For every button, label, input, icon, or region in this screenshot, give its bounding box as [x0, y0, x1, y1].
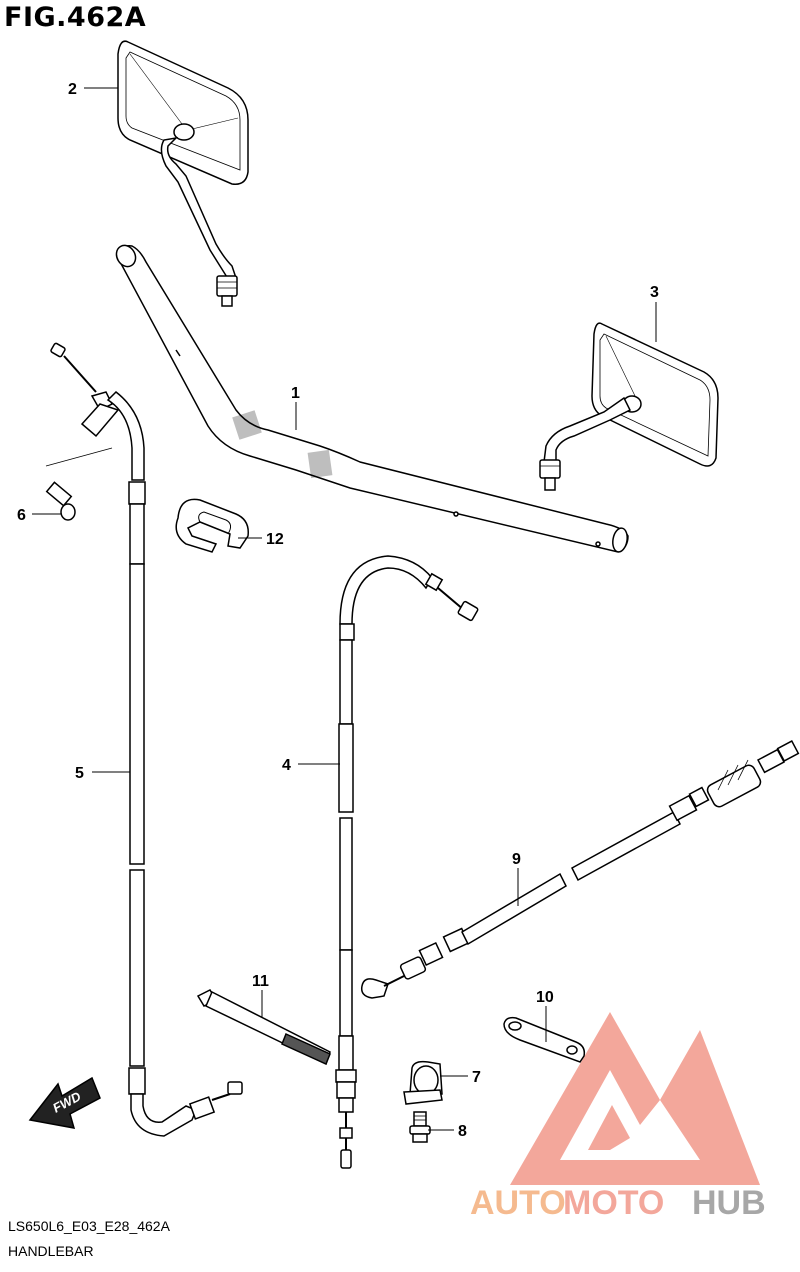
part-8-bolt	[410, 1112, 430, 1142]
part-3-right-mirror	[540, 323, 718, 490]
callout-leaders	[32, 87, 657, 1131]
callout-7: 7	[472, 1069, 481, 1086]
watermark-text-hub: HUB	[692, 1184, 766, 1222]
part-5-throttle-cable	[50, 343, 242, 1136]
callout-11: 11	[252, 973, 269, 990]
part-12-clamp	[176, 499, 248, 552]
part-11-cable-tie	[198, 990, 330, 1064]
fwd-direction-badge: FWD	[28, 1076, 101, 1129]
watermark-logo: AUTO MOTO HUB	[470, 1012, 766, 1222]
callout-3: 3	[650, 284, 659, 301]
callout-8: 8	[458, 1123, 467, 1140]
watermark-text-auto: AUTO	[470, 1184, 566, 1222]
part-10-plate	[504, 1018, 584, 1062]
callout-1: 1	[291, 385, 300, 402]
callout-4: 4	[282, 757, 291, 774]
callout-numbers: 1 2 3 4 5 6 7 8 9 10 11 12	[17, 81, 659, 1140]
callout-2: 2	[68, 81, 77, 98]
callout-10: 10	[536, 989, 554, 1006]
part-6-screw	[46, 448, 112, 520]
callout-6: 6	[17, 507, 26, 524]
part-4-cable	[336, 556, 478, 1168]
part-9-clutch-cable	[362, 741, 799, 998]
part-7-bracket	[404, 1062, 442, 1104]
part-2-left-mirror	[118, 41, 248, 306]
callout-5: 5	[75, 765, 84, 782]
model-code: LS650L6_E03_E28_462A	[8, 1218, 170, 1234]
callout-12: 12	[266, 531, 284, 548]
callout-9: 9	[512, 851, 521, 868]
group-name: HANDLEBAR	[8, 1243, 94, 1259]
part-1-handlebar	[113, 242, 629, 553]
figure-title: FIG.462A	[4, 2, 147, 33]
watermark-text-moto: MOTO	[563, 1184, 664, 1222]
